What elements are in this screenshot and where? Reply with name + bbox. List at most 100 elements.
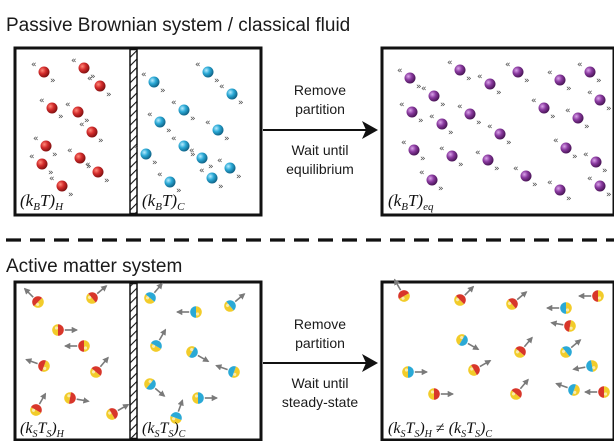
- active-steady-state-particle: [583, 386, 610, 398]
- passive-step-remove: Remove: [294, 82, 346, 98]
- active-step-partition: partition: [295, 335, 345, 351]
- active-steady-state-particle: [550, 320, 576, 332]
- svg-text:«: «: [587, 174, 593, 184]
- hot-particle: «»: [67, 146, 92, 172]
- svg-text:«: «: [141, 70, 147, 80]
- active-hot-particle: [30, 392, 47, 416]
- svg-text:»: »: [572, 152, 578, 162]
- svg-text:»: »: [52, 150, 58, 160]
- active-hot-particle: [64, 392, 90, 404]
- svg-text:»: »: [448, 128, 454, 138]
- active-cold-particle: [144, 378, 166, 397]
- particle-layer: «»«»«»«»«»«»«»«»«»«»«»«»«»«»«»«»«»«»«»«»…: [23, 56, 612, 424]
- active-hot-particle: [25, 358, 50, 372]
- passive-hot-temperature-label: (kBT)H: [20, 191, 64, 213]
- svg-text:«: «: [33, 134, 39, 144]
- hot-particle: «»: [65, 100, 90, 126]
- svg-text:»: »: [208, 162, 214, 172]
- svg-text:«: «: [29, 152, 35, 162]
- svg-text:«: «: [505, 60, 511, 70]
- svg-text:«: «: [399, 100, 405, 110]
- equilibrium-particle: «»: [457, 102, 482, 128]
- equilibrium-particle: «»: [399, 100, 424, 126]
- equilibrium-particle: «»: [401, 138, 426, 164]
- passive-initial-box: [13, 46, 263, 217]
- cold-particle: «»: [205, 118, 230, 144]
- active-cold-particle: [215, 364, 240, 378]
- svg-text:«: «: [85, 160, 91, 170]
- cold-particle: «»: [147, 110, 172, 136]
- active-cold-particle: [192, 392, 219, 404]
- svg-text:»: »: [166, 126, 172, 136]
- active-steady-state-particle: [560, 339, 582, 358]
- svg-text:»: »: [602, 166, 608, 176]
- svg-text:«: «: [39, 96, 45, 106]
- svg-text:«: «: [31, 60, 37, 70]
- svg-text:«: «: [397, 66, 403, 76]
- active-cold-particle: [150, 328, 167, 352]
- passive-cold-temperature-label: (kBT)C: [142, 191, 185, 213]
- cold-particle: «»: [133, 142, 158, 168]
- svg-text:»: »: [68, 190, 74, 200]
- active-steady-state-particle: [555, 382, 580, 396]
- svg-text:»: »: [606, 104, 612, 114]
- cold-particle: «»: [219, 82, 244, 108]
- svg-text:«: «: [475, 148, 481, 158]
- svg-text:«: «: [401, 138, 407, 148]
- svg-text:»: »: [458, 160, 464, 170]
- svg-text:«: «: [157, 170, 163, 180]
- active-steady-state-particle: [454, 285, 475, 306]
- svg-text:»: »: [584, 122, 590, 132]
- svg-text:«: «: [487, 122, 493, 132]
- svg-text:«: «: [171, 134, 177, 144]
- cold-particle: «»: [157, 170, 182, 196]
- svg-text:»: »: [566, 194, 572, 204]
- equilibrium-particle: «»: [447, 58, 472, 84]
- equilibrium-particle: «»: [547, 178, 572, 204]
- svg-text:»: »: [190, 114, 196, 124]
- svg-text:»: »: [466, 74, 472, 84]
- svg-text:«: «: [71, 56, 77, 66]
- svg-text:«: «: [457, 102, 463, 112]
- svg-text:»: »: [48, 168, 54, 178]
- svg-text:»: »: [218, 182, 224, 192]
- svg-text:»: »: [416, 82, 422, 92]
- svg-text:«: «: [447, 58, 453, 68]
- hot-particle: «»: [71, 56, 96, 82]
- equilibrium-particle: «»: [547, 68, 572, 94]
- svg-text:«: «: [547, 178, 553, 188]
- svg-text:»: »: [420, 154, 426, 164]
- active-cold-particle: [144, 282, 163, 304]
- cold-particle: «»: [189, 146, 214, 172]
- svg-text:«: «: [195, 60, 201, 70]
- equilibrium-particle: «»: [531, 96, 556, 122]
- svg-text:»: »: [418, 116, 424, 126]
- svg-text:»: »: [438, 184, 444, 194]
- svg-text:»: »: [214, 76, 220, 86]
- hot-particle: «»: [33, 134, 58, 160]
- active-heading: Active matter system: [6, 256, 182, 277]
- svg-text:»: »: [566, 84, 572, 94]
- equilibrium-particle: «»: [583, 150, 608, 176]
- active-hot-particle: [90, 356, 109, 378]
- hot-particle: «»: [49, 174, 74, 200]
- equilibrium-particle: «»: [421, 84, 446, 110]
- svg-text:»: »: [84, 116, 90, 126]
- svg-text:«: «: [219, 82, 225, 92]
- equilibrium-particle: «»: [587, 88, 612, 114]
- svg-text:«: «: [477, 72, 483, 82]
- active-cold-particle: [186, 346, 210, 363]
- svg-text:»: »: [86, 162, 92, 172]
- svg-text:«: «: [49, 174, 55, 184]
- svg-text:«: «: [147, 110, 153, 120]
- active-steady-state-particle: [514, 336, 533, 358]
- svg-text:»: »: [58, 112, 64, 122]
- svg-text:«: «: [439, 144, 445, 154]
- hot-particle: «»: [79, 120, 104, 146]
- svg-text:«: «: [189, 146, 195, 156]
- active-hot-particle: [63, 340, 90, 352]
- svg-text:»: »: [224, 134, 230, 144]
- svg-text:»: »: [176, 186, 182, 196]
- passive-partition-wall: [129, 48, 138, 215]
